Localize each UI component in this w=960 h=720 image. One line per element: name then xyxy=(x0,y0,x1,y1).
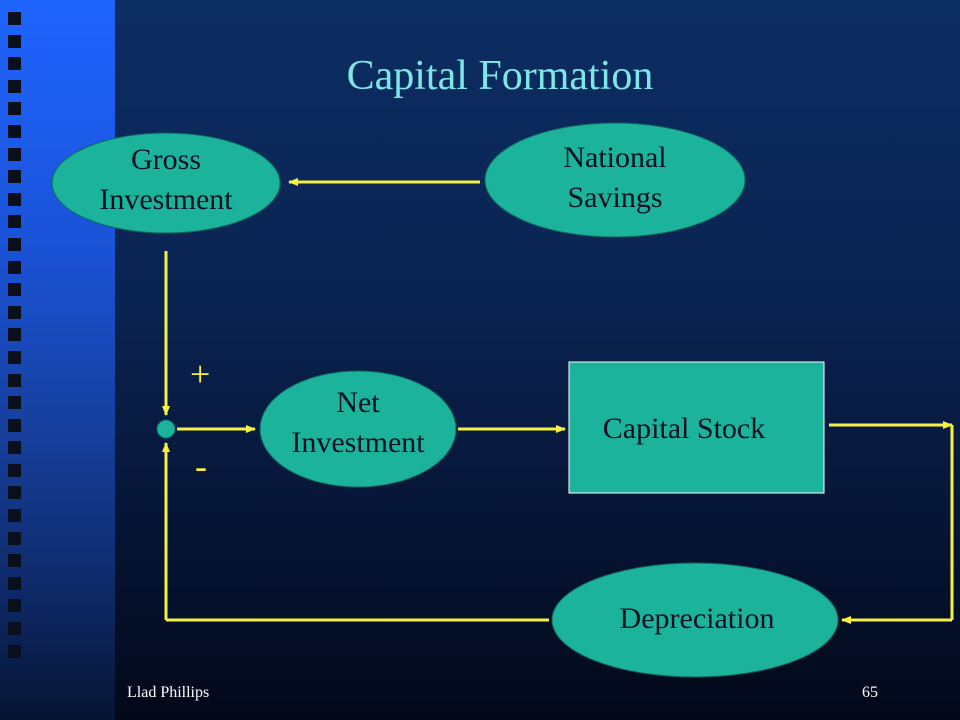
footer-author: Llad Phillips xyxy=(127,684,210,701)
gross-investment-label-line2: Investment xyxy=(99,183,233,216)
depreciation-node xyxy=(551,562,839,678)
capital-stock-node xyxy=(568,361,825,494)
net-investment-label-line2: Investment xyxy=(291,426,425,459)
national-savings-label: National Savings xyxy=(525,138,705,218)
gross-investment-label-line1: Gross xyxy=(130,143,201,176)
minus-sign: - xyxy=(195,446,207,486)
national-savings-label-line1: National xyxy=(563,141,667,174)
net-investment-node xyxy=(259,370,457,488)
national-savings-label-line2: Savings xyxy=(567,181,663,214)
slide-number: 65 xyxy=(862,684,878,701)
gross-investment-node xyxy=(51,132,281,234)
gross-investment-label: Gross Investment xyxy=(76,140,256,220)
net-investment-label-line1: Net xyxy=(336,386,380,419)
decorative-squares xyxy=(8,12,28,667)
plus-sign: + xyxy=(190,354,211,394)
depreciation-label: Depreciation xyxy=(619,602,775,635)
slide-title: Capital Formation xyxy=(346,53,654,99)
net-investment-label: Net Investment xyxy=(268,383,448,463)
left-decorative-bar xyxy=(0,0,115,720)
capital-stock-label: Capital Stock xyxy=(602,412,766,445)
summing-junction xyxy=(156,419,176,439)
national-savings-node xyxy=(484,122,746,238)
